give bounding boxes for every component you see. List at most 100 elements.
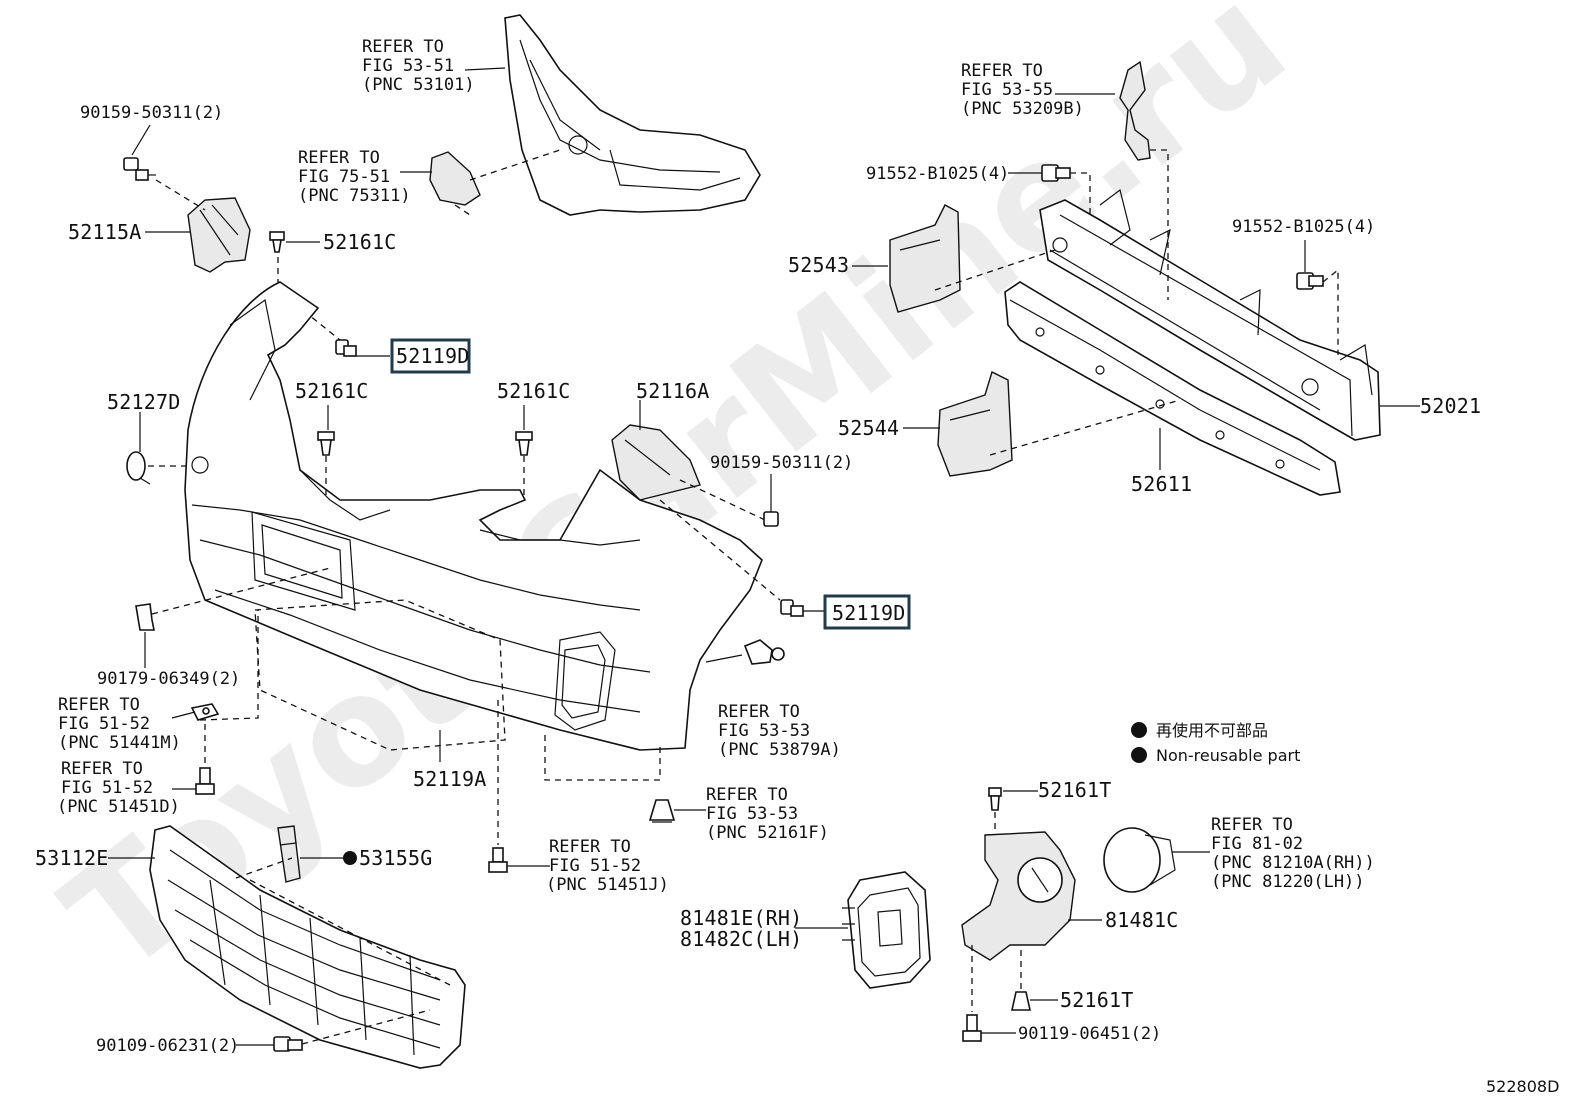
part-label-52611: 52611 bbox=[1131, 472, 1192, 496]
svg-text:(PNC 81220(LH)): (PNC 81220(LH)) bbox=[1211, 872, 1365, 892]
legend-text-en: Non-reusable part bbox=[1156, 746, 1300, 765]
svg-text:REFER TO: REFER TO bbox=[718, 702, 800, 722]
lower-grille-dashline bbox=[249, 879, 451, 986]
leader-90159-a bbox=[131, 124, 151, 156]
bolt-90109-dashline bbox=[301, 1009, 431, 1045]
part-label-52544: 52544 bbox=[838, 416, 899, 440]
part-label-52127D: 52127D bbox=[107, 390, 180, 414]
legend-text-jp: 再使用不可部品 bbox=[1156, 721, 1268, 740]
figure-id: 522808D bbox=[1486, 1077, 1559, 1096]
emblem-dashline-2 bbox=[454, 204, 471, 216]
clip-52161F-drawing bbox=[648, 799, 676, 823]
retainer-53879A-drawing bbox=[743, 639, 785, 665]
part-label-81482C: 81482C(LH) bbox=[680, 927, 802, 951]
svg-text:FIG 53-55: FIG 53-55 bbox=[961, 80, 1053, 100]
refer-r3: REFER TO FIG 53-55 (PNC 53209B) bbox=[961, 61, 1084, 119]
svg-text:FIG 53-53: FIG 53-53 bbox=[718, 721, 810, 741]
bumper-cover-drawing bbox=[184, 281, 763, 751]
svg-text:FIG 51-52: FIG 51-52 bbox=[549, 856, 641, 876]
reinforcement-52021-drawing bbox=[1039, 188, 1381, 441]
clip-52161C-mid-drawing bbox=[515, 431, 533, 456]
nut-90179-dashline bbox=[151, 567, 331, 615]
bracket-52116A-dashline-2 bbox=[659, 499, 781, 601]
svg-text:FIG 53-51: FIG 53-51 bbox=[362, 56, 454, 76]
svg-text:REFER TO: REFER TO bbox=[1211, 815, 1293, 835]
part-label-52161C-mid: 52161C bbox=[497, 379, 570, 403]
legend: 再使用不可部品 Non-reusable part bbox=[1131, 721, 1300, 765]
svg-text:FIG 81-02: FIG 81-02 bbox=[1211, 834, 1303, 854]
svg-text:REFER TO: REFER TO bbox=[961, 61, 1043, 81]
cap-52127D-drawing bbox=[126, 451, 151, 485]
emblem-drawing bbox=[429, 151, 481, 206]
part-label-90179: 90179-06349(2) bbox=[97, 669, 240, 689]
svg-text:FIG 51-52: FIG 51-52 bbox=[58, 714, 150, 734]
legend-dot-en bbox=[1131, 747, 1147, 763]
part-label-52161T-top: 52161T bbox=[1038, 778, 1111, 802]
clip-52161C-top-drawing bbox=[269, 231, 285, 253]
nut-90179-drawing bbox=[135, 603, 155, 631]
screw-52119D-bottom-drawing bbox=[780, 599, 804, 617]
part-label-90159-a: 90159-50311(2) bbox=[80, 103, 223, 123]
svg-text:(PNC 52161F): (PNC 52161F) bbox=[706, 823, 829, 843]
part-label-52543: 52543 bbox=[788, 253, 849, 277]
svg-text:FIG 51-52: FIG 51-52 bbox=[61, 778, 153, 798]
legend-dot-jp bbox=[1131, 722, 1147, 738]
refer-r5: REFER TO FIG 51-52 (PNC 51441M) bbox=[58, 695, 181, 753]
part-label-52115A: 52115A bbox=[68, 220, 141, 244]
refer-r6: REFER TO FIG 51-52 (PNC 51451D) bbox=[57, 759, 180, 817]
retainer-53155G-drawing bbox=[277, 825, 301, 883]
bracket-52544-drawing bbox=[937, 371, 1013, 477]
clip-52161C-left-drawing bbox=[317, 431, 335, 456]
svg-text:(PNC 53879A): (PNC 53879A) bbox=[718, 740, 841, 760]
absorber-52611-drawing bbox=[1004, 281, 1341, 496]
svg-text:REFER TO: REFER TO bbox=[298, 148, 380, 168]
svg-text:(PNC 53209B): (PNC 53209B) bbox=[961, 99, 1084, 119]
bolt-90119-drawing bbox=[962, 1014, 982, 1042]
clip-52161T-top-drawing bbox=[988, 787, 1002, 811]
refer-r1: REFER TO FIG 53-51 (PNC 53101) bbox=[362, 37, 475, 95]
part-label-52161C-top: 52161C bbox=[323, 230, 396, 254]
bolt-91552-b-drawing bbox=[1296, 272, 1324, 290]
svg-text:(PNC 51451D): (PNC 51451D) bbox=[57, 797, 180, 817]
bolt-90159-b-drawing bbox=[763, 505, 779, 527]
svg-text:REFER TO: REFER TO bbox=[58, 695, 140, 715]
part-label-53155G: 53155G bbox=[359, 846, 432, 870]
part-label-90119: 90119-06451(2) bbox=[1018, 1024, 1161, 1044]
part-label-52161C-left: 52161C bbox=[295, 379, 368, 403]
part-label-52116A: 52116A bbox=[636, 379, 709, 403]
fog-bezel-drawing bbox=[842, 871, 931, 989]
upper-grille-drawing bbox=[504, 14, 761, 216]
bolt-90159-a-drawing bbox=[123, 157, 156, 181]
svg-text:REFER TO: REFER TO bbox=[706, 785, 788, 805]
bracket-53209B-drawing bbox=[1119, 60, 1151, 161]
part-label-53112E: 53112E bbox=[35, 846, 108, 870]
retainer-53155G-dashline bbox=[235, 857, 293, 879]
bracket-52116A-dashline bbox=[679, 479, 766, 521]
svg-text:REFER TO: REFER TO bbox=[362, 37, 444, 57]
part-label-52161T-bot: 52161T bbox=[1060, 988, 1133, 1012]
leader-r1 bbox=[464, 67, 506, 71]
part-label-52119A: 52119A bbox=[413, 767, 486, 791]
highlight-box-52119D-top bbox=[390, 338, 471, 374]
fog-lamp-drawing bbox=[1103, 827, 1176, 893]
svg-text:FIG 53-53: FIG 53-53 bbox=[706, 804, 798, 824]
retainer-53879A-leader bbox=[705, 654, 743, 663]
part-label-90159-b: 90159-50311(2) bbox=[710, 453, 853, 473]
svg-text:(PNC 81210A(RH)): (PNC 81210A(RH)) bbox=[1211, 853, 1375, 873]
bolt-91552-a-drawing bbox=[1041, 164, 1071, 182]
bumper-assembly-dashline bbox=[254, 599, 506, 751]
bracket-52115A-drawing bbox=[187, 197, 251, 273]
part-label-81481C: 81481C bbox=[1105, 908, 1178, 932]
nut-51441M-drawing bbox=[190, 703, 220, 721]
bolt-91552-a-dashline bbox=[1070, 172, 1091, 215]
fog-bracket-81481C-drawing bbox=[961, 831, 1076, 961]
part-label-91552-b: 91552-B1025(4) bbox=[1232, 217, 1375, 237]
part-label-52119D-bottom: 52119D bbox=[832, 601, 905, 625]
bracket-53209B-dashline bbox=[1150, 149, 1169, 300]
svg-text:(PNC 51441M): (PNC 51441M) bbox=[58, 733, 181, 753]
part-label-91552-a: 91552-B1025(4) bbox=[866, 164, 1009, 184]
refer-r7: REFER TO FIG 53-53 (PNC 52161F) bbox=[706, 785, 829, 843]
highlight-box-52119D-bottom bbox=[823, 594, 911, 630]
bolt-90109-drawing bbox=[273, 1036, 303, 1052]
